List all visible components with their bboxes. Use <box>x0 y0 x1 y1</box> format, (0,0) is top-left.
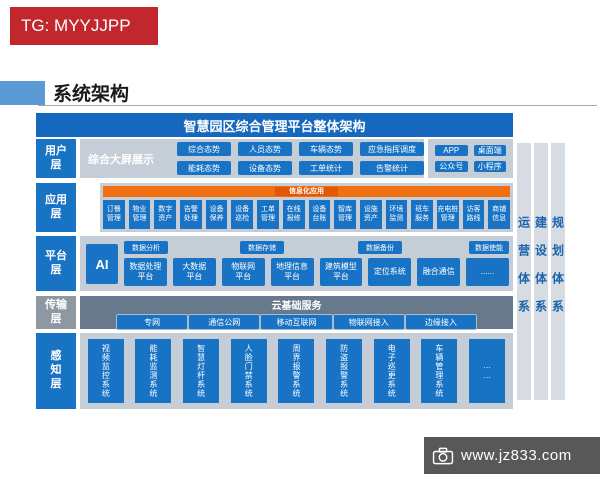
layer-label-platform: 平台层 <box>36 236 76 291</box>
side-system-bars: 运营体系 建设体系 规划体系 <box>517 143 565 400</box>
cloud-service-band: 云基础服务 专网通信公网移动互联网物联网接入边缘接入 <box>80 296 513 330</box>
layer-perception: 感知层 视频监控系统能耗监测系统智慧灯杆系统人脸门禁系统周界报警系统防盗报警系统… <box>36 333 513 409</box>
application-item: 环境 监测 <box>385 200 408 229</box>
layer-label-user: 用户层 <box>36 139 76 178</box>
channel-button: 桌面端 <box>473 145 506 156</box>
transport-item: 通信公网 <box>188 314 261 330</box>
platform-tag: 数据使能 <box>469 241 509 254</box>
platform-item: 地理信息 平台 <box>270 258 314 286</box>
perception-item: 能耗监测系统 <box>135 339 172 403</box>
platform-item: 建筑模型 平台 <box>319 258 363 286</box>
dashboard-buttons: 综合态势人员态势车辆态势应急指挥调度能耗态势设备态势工单统计告警统计 <box>177 142 424 175</box>
camera-icon <box>432 447 454 464</box>
platform-item: 定位系统 <box>368 258 412 286</box>
perception-item: 人脸门禁系统 <box>230 339 267 403</box>
heading-underline <box>38 105 597 106</box>
application-item: 商铺 信息 <box>488 200 510 229</box>
layer-label-application: 应用层 <box>36 183 76 232</box>
channel-button: APP <box>435 145 468 156</box>
layer-label-perception: 感知层 <box>36 333 76 409</box>
application-item: 设备 台账 <box>308 200 331 229</box>
page-title: 系统架构 <box>53 84 130 105</box>
layer-user: 综合大屏展示 综合态势人员态势车辆态势应急指挥调度能耗态势设备态势工单统计告警统… <box>80 139 513 178</box>
application-item: 设施 资产 <box>359 200 382 229</box>
transport-item: 专网 <box>116 314 189 330</box>
application-item: 订餐 管理 <box>103 200 125 229</box>
application-item: 智库 管理 <box>334 200 356 229</box>
dashboard-group-label: 综合大屏展示 <box>88 153 154 166</box>
dashboard-button: 车辆态势 <box>299 142 353 156</box>
application-banner-label: 信息化应用 <box>275 187 338 196</box>
platform-item: 大数据 平台 <box>172 258 216 286</box>
application-item: 访客 路线 <box>462 200 485 229</box>
user-channels-group: APP 桌面端公众号小程序 <box>428 139 513 178</box>
application-item: 告警 处理 <box>180 200 202 229</box>
application-item: 数字 资产 <box>154 200 177 229</box>
application-item: 在线 报修 <box>282 200 305 229</box>
side-system-bar: 建设体系 <box>534 143 548 400</box>
dashboard-button: 应急指挥调度 <box>360 142 424 156</box>
diagram-title: 智慧园区综合管理平台整体架构 <box>36 113 513 137</box>
transport-item: 物联网接入 <box>332 314 405 330</box>
architecture-diagram: 智慧园区综合管理平台整体架构 用户层 综合大屏展示 综合态势人员态势车辆态势应急… <box>36 113 513 409</box>
side-system-bar: 运营体系 <box>517 143 531 400</box>
ai-box: AI <box>86 244 118 284</box>
heading-accent-bar <box>0 81 45 105</box>
perception-item: 防盗报警系统 <box>326 339 363 403</box>
user-dashboard-group: 综合大屏展示 综合态势人员态势车辆态势应急指挥调度能耗态势设备态势工单统计告警统… <box>80 139 424 178</box>
application-item: 充电桩 管理 <box>436 200 459 229</box>
dashboard-button: 设备态势 <box>238 161 292 175</box>
perception-item: 智慧灯杆系统 <box>183 339 220 403</box>
perception-item: 视频监控系统 <box>87 339 124 403</box>
perception-item: 周界报警系统 <box>278 339 315 403</box>
dashboard-button: 能耗态势 <box>177 161 231 175</box>
application-item: 物业 管理 <box>128 200 151 229</box>
application-item: 设备 巡检 <box>231 200 254 229</box>
perception-item: 车辆管理系统 <box>421 339 458 403</box>
platform-tag: 数据备份 <box>358 241 402 254</box>
platform-items: 数据处理 平台大数据 平台物联网 平台地理信息 平台建筑模型 平台定位系统融合通… <box>124 258 509 286</box>
channel-button: 公众号 <box>435 161 468 172</box>
transport-item: 边缘接入 <box>404 314 478 330</box>
platform-item: 数据处理 平台 <box>124 258 167 286</box>
platform-item: 物联网 平台 <box>221 258 265 286</box>
platform-group: AI 数据分析 数据存储 数据备份 数据使能 数据处理 平台大数据 平台物联网 … <box>80 236 513 291</box>
cloud-service-label: 云基础服务 <box>271 301 322 312</box>
platform-item: 融合通信 <box>417 258 461 286</box>
application-group: 信息化应用 订餐 管理物业 管理数字 资产告警 处理设备 保养设备 巡检工单 管… <box>100 183 513 232</box>
dashboard-button: 综合态势 <box>177 142 231 156</box>
channel-button: 小程序 <box>473 161 506 172</box>
top-watermark-banner: TG: MYYJJPP <box>10 7 158 45</box>
bottom-watermark-text: www.jz833.com <box>461 447 572 464</box>
application-item: 班车 服务 <box>411 200 433 229</box>
perception-group: 视频监控系统能耗监测系统智慧灯杆系统人脸门禁系统周界报警系统防盗报警系统电子巡更… <box>80 333 513 409</box>
layer-label-transport: 传输层 <box>36 296 76 329</box>
perception-item: 电子巡更系统 <box>373 339 410 403</box>
perception-item: …… <box>469 339 506 403</box>
dashboard-button: 告警统计 <box>360 161 424 175</box>
transport-item: 移动互联网 <box>260 314 333 330</box>
platform-tag: 数据存储 <box>240 241 284 254</box>
side-system-bar: 规划体系 <box>551 143 565 400</box>
dashboard-button: 工单统计 <box>299 161 353 175</box>
application-item: 工单 管理 <box>257 200 279 229</box>
application-banner: 信息化应用 <box>103 186 510 197</box>
application-item: 设备 保养 <box>205 200 228 229</box>
dashboard-button: 人员态势 <box>238 142 292 156</box>
layer-transport: 传输层 云基础服务 专网通信公网移动互联网物联网接入边缘接入 <box>36 296 513 330</box>
layer-platform: 平台层 AI 数据分析 数据存储 数据备份 数据使能 数据处理 平台大数据 平台… <box>36 236 513 291</box>
bottom-watermark-banner: www.jz833.com <box>424 437 600 474</box>
top-watermark-text: TG: MYYJJPP <box>21 16 131 35</box>
transport-items: 专网通信公网移动互联网物联网接入边缘接入 <box>80 312 513 330</box>
platform-item: ...... <box>466 258 509 286</box>
platform-tag: 数据分析 <box>124 241 168 254</box>
application-items: 订餐 管理物业 管理数字 资产告警 处理设备 保养设备 巡检工单 管理在线 报修… <box>103 200 510 229</box>
layer-application: 应用层 信息化应用 订餐 管理物业 管理数字 资产告警 处理设备 保养设备 巡检… <box>36 183 513 232</box>
